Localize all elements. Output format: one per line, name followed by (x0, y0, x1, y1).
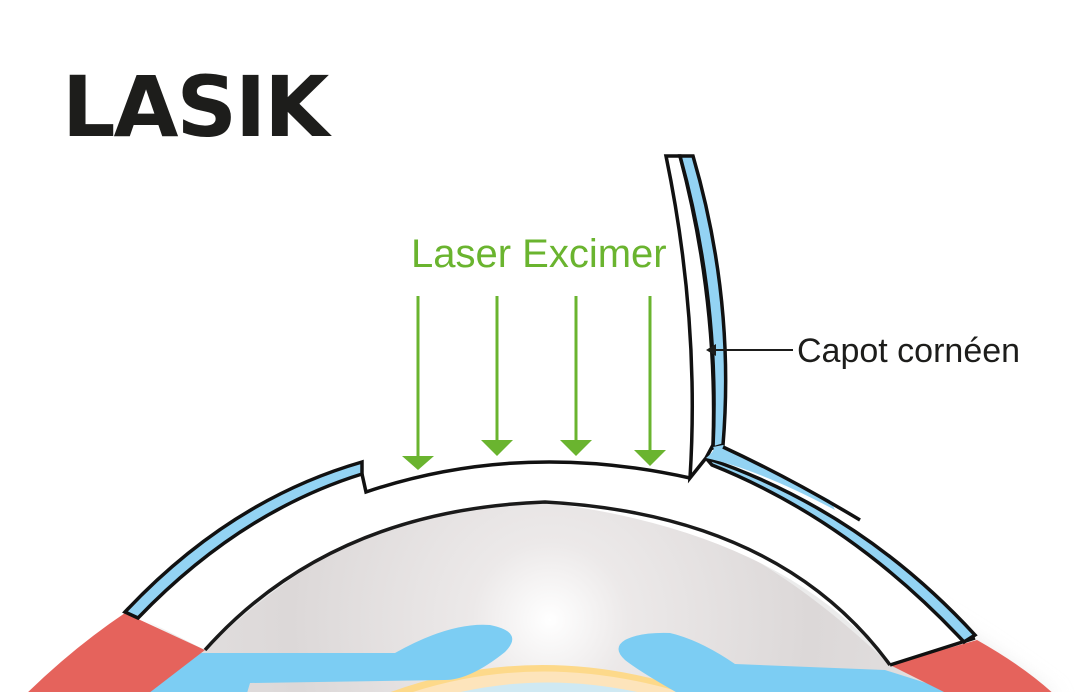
sclera-right (890, 640, 1052, 692)
flap-label: Capot cornéen (797, 332, 1020, 370)
anterior-chamber (66, 493, 1006, 692)
corneal-right-edge (889, 636, 976, 667)
lens-middle (413, 671, 680, 692)
flap-hinge (706, 445, 835, 510)
title: LASIK (62, 58, 332, 156)
corneal-flap (663, 154, 861, 522)
laser-beam-arrowhead (634, 450, 666, 466)
laser-beams (402, 296, 666, 470)
laser-beam (481, 296, 513, 456)
iris-right (618, 632, 955, 692)
lens (390, 665, 698, 692)
lens-core (460, 682, 638, 692)
flap-leader-arrowhead (706, 344, 716, 356)
flap-hinge-outline (722, 445, 861, 522)
laser-beam (560, 296, 592, 456)
iris-left (140, 624, 513, 692)
laser-beam-arrowhead (481, 440, 513, 456)
ablation-bed (360, 460, 691, 495)
sclera-left (28, 613, 205, 692)
laser-beam (402, 296, 434, 470)
laser-label: Laser Excimer (411, 232, 667, 276)
flap-callout: Capot cornéen (706, 332, 1020, 370)
laser-beam-arrowhead (402, 456, 434, 470)
laser-beam-arrowhead (560, 440, 592, 456)
corneal-inner-line (203, 500, 892, 667)
laser-beam (634, 296, 666, 466)
corneal-stroma (130, 458, 970, 665)
